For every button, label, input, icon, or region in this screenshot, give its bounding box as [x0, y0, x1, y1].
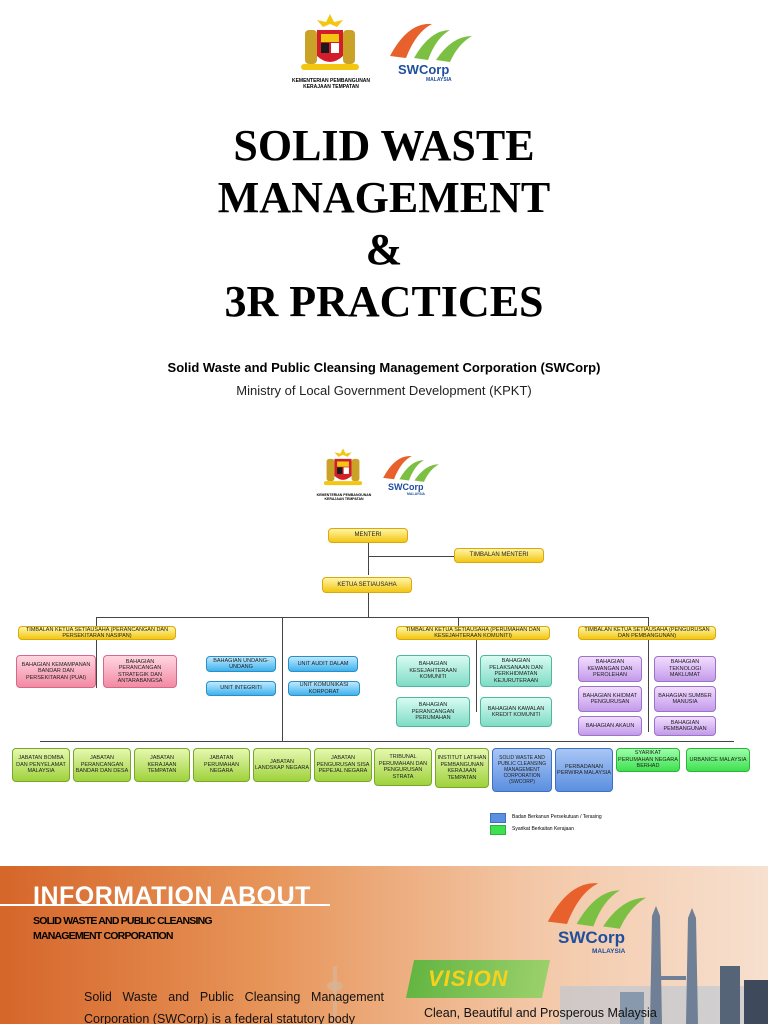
org-box-bahagian: BAHAGIAN UNDANG-UNDANG: [206, 656, 276, 672]
connector-line: [40, 741, 734, 742]
org-box-jabatan: JABATAN PERANCANGAN BANDAR DAN DESA: [73, 748, 131, 782]
org-box-urbanice: URBANICE MALAYSIA: [686, 748, 750, 772]
swcorp-logo-icon: [380, 452, 442, 486]
swcorp-logo-sub: MALAYSIA: [426, 77, 452, 83]
org-box-bahagian: BAHAGIAN PERANCANGAN STRATEGIK DAN ANTAR…: [103, 655, 177, 688]
org-box-unit: UNIT KOMUNIKASI KORPORAT: [288, 681, 360, 696]
skyline-icon: [560, 906, 768, 1024]
malaysia-crest-icon: [314, 447, 372, 493]
org-box-ketua-setiausaha: KETUA SETIAUSAHA: [322, 577, 412, 593]
swcorp-logo-sub: MALAYSIA: [592, 948, 626, 955]
swcorp-logo-text: SWCorp: [558, 928, 626, 947]
malaysia-crest-icon: [287, 12, 373, 82]
legend-swatch-company: [490, 825, 506, 835]
org-box-bahagian: BAHAGIAN PELAKSANAAN DAN PERKHIDMATAN KE…: [480, 655, 552, 687]
connector-line: [648, 617, 649, 627]
org-box-unit: UNIT INTEGRITI: [206, 681, 276, 696]
org-box-jabatan: JABATAN BOMBA DAN PENYELAMAT MALAYSIA: [12, 748, 70, 782]
org-box-syarikat: SYARIKAT PERUMAHAN NEGARA BERHAD: [616, 748, 680, 772]
org-box-jabatan: JABATAN PERUMAHAN NEGARA: [193, 748, 250, 782]
tower-icon: [327, 966, 343, 1024]
legend-label-statutory: Badan Berkanun Persekutuan / Terasing: [512, 814, 602, 820]
org-box-bahagian: BAHAGIAN KESEJAHTERAAN KOMUNITI: [396, 655, 470, 687]
org-box-tribunal: TRIBUNAL PERUMAHAN DAN PENGURUSAN STRATA: [374, 748, 432, 786]
org-box-institut: INSTITUT LATIHAN PEMBANGUNAN KERAJAAN TE…: [435, 748, 489, 788]
info-heading: INFORMATION ABOUT: [33, 882, 311, 910]
org-box-bahagian: BAHAGIAN AKAUN: [578, 716, 642, 736]
org-box-swcorp: SOLID WASTE AND PUBLIC CLEANSING MANAGEM…: [492, 748, 552, 792]
slide-subtitle: Solid Waste and Public Cleansing Managem…: [167, 360, 601, 375]
ministry-name: Ministry of Local Government Development…: [236, 383, 532, 398]
swcorp-logo-sub: MALAYSIA: [407, 492, 425, 496]
org-box-bahagian: BAHAGIAN KHIDMAT PENGURUSAN: [578, 686, 642, 712]
org-box-perbadanan: PERBADANAN PERWIRA MALAYSIA: [555, 748, 613, 792]
org-box-bahagian: BAHAGIAN KAWALAN KREDIT KOMUNITI: [480, 697, 552, 727]
swcorp-logo-text: SWCorp: [388, 482, 424, 492]
crest-caption: KEMENTERIAN PEMBANGUNAN KERAJAAN TEMPATA…: [291, 78, 371, 90]
legend-label-company: Syarikat Berkaitan Kerajaan: [512, 826, 574, 832]
vision-text: Clean, Beautiful and Prosperous Malaysia: [424, 1006, 657, 1020]
connector-line: [458, 617, 459, 627]
org-box-bahagian: BAHAGIAN TEKNOLOGI MAKLUMAT: [654, 656, 716, 682]
swcorp-logo-icon: [386, 18, 476, 68]
connector-line: [476, 640, 477, 712]
org-box-timbalan-menteri: TIMBALAN MENTERI: [454, 548, 544, 563]
org-box-jabatan: JABATAN KERAJAAN TEMPATAN: [134, 748, 190, 782]
title-line-4: 3R PRACTICES: [224, 277, 544, 326]
connector-line: [368, 543, 369, 575]
crest-caption: KEMENTERIAN PEMBANGUNAN KERAJAAN TEMPATA…: [316, 493, 372, 501]
org-box-bahagian: BAHAGIAN PERANCANGAN PERUMAHAN: [396, 697, 470, 727]
connector-line: [368, 593, 369, 617]
org-box-tks-perancangan: TIMBALAN KETUA SETIAUSAHA (PERANCANGAN D…: [18, 626, 176, 640]
org-box-unit: UNIT AUDIT DALAM: [288, 656, 358, 672]
legend-swatch-statutory: [490, 813, 506, 823]
org-box-bahagian: BAHAGIAN PEMBANGUNAN: [654, 716, 716, 736]
connector-line: [96, 617, 648, 618]
title-line-2: MANAGEMENT: [217, 173, 551, 222]
connector-line: [648, 640, 649, 732]
org-box-tks-perumahan: TIMBALAN KETUA SETIAUSAHA (PERUMAHAN DAN…: [396, 626, 550, 640]
info-subheading: SOLID WASTE AND PUBLIC CLEANSING MANAGEM…: [33, 915, 213, 942]
connector-line: [96, 617, 97, 627]
swcorp-logo-icon: [543, 876, 651, 936]
org-box-jabatan: JABATAN LANDSKAP NEGARA: [253, 748, 311, 782]
slide-information: INFORMATION ABOUT SOLID WASTE AND PUBLIC…: [0, 866, 768, 1024]
org-box-menteri: MENTERI: [328, 528, 408, 543]
org-box-bahagian: BAHAGIAN KEMAMPANAN BANDAR DAN PERSEKITA…: [16, 655, 96, 688]
org-box-jabatan: JABATAN PENGURUSAN SISA PEPEJAL NEGARA: [314, 748, 372, 782]
connector-line: [282, 617, 283, 741]
org-box-bahagian: BAHAGIAN SUMBER MANUSIA: [654, 686, 716, 712]
org-box-bahagian: BAHAGIAN KEWANGAN DAN PEROLEHAN: [578, 656, 642, 682]
swcorp-logo-text: SWCorp: [398, 62, 450, 77]
connector-line: [368, 556, 454, 557]
info-body-text: Solid Waste and Public Cleansing Managem…: [84, 990, 384, 1024]
title-line-1: SOLID WASTE: [233, 121, 535, 170]
connector-line: [96, 640, 97, 688]
vision-label: VISION: [428, 966, 509, 991]
heading-underline: [0, 904, 330, 906]
title-line-3: &: [365, 225, 403, 274]
org-box-tks-pengurusan: TIMBALAN KETUA SETIAUSAHA (PENGURUSAN DA…: [578, 626, 716, 640]
